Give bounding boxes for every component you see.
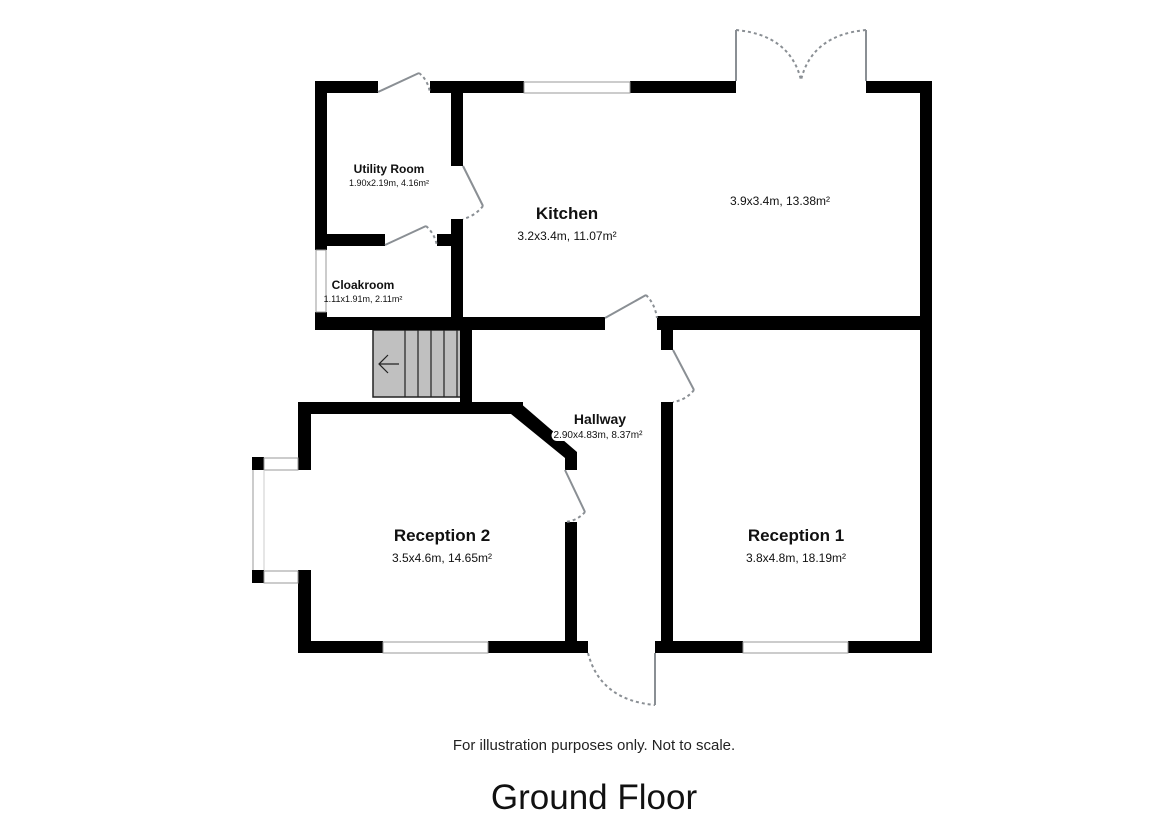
stairs-arrow-icon xyxy=(378,354,399,374)
floor-title: Ground Floor xyxy=(490,778,698,817)
room-dims-hallway: 2.90x4.83m, 8.37m² xyxy=(551,430,645,441)
room-dims-kitchen-extension: 3.9x3.4m, 13.38m² xyxy=(729,194,831,208)
doors xyxy=(377,29,867,706)
room-dims-reception-1: 3.8x4.8m, 18.19m² xyxy=(745,551,847,565)
room-name-reception-2: Reception 2 xyxy=(393,526,491,545)
disclaimer-text: For illustration purposes only. Not to s… xyxy=(452,737,736,754)
room-dims-utility: 1.90x2.19m, 4.16m² xyxy=(348,178,430,188)
walls xyxy=(252,81,932,653)
room-dims-reception-2: 3.5x4.6m, 14.65m² xyxy=(391,551,493,565)
room-name-cloakroom: Cloakroom xyxy=(331,278,395,292)
staircase xyxy=(372,329,471,398)
windows xyxy=(252,81,849,654)
room-dims-kitchen: 3.2x3.4m, 11.07m² xyxy=(517,229,617,243)
room-dims-cloakroom: 1.11x1.91m, 2.11m² xyxy=(323,294,403,304)
room-name-hallway: Hallway xyxy=(573,411,627,427)
room-name-kitchen: Kitchen xyxy=(535,204,599,223)
room-name-utility: Utility Room xyxy=(353,162,425,176)
room-name-reception-1: Reception 1 xyxy=(747,526,845,545)
